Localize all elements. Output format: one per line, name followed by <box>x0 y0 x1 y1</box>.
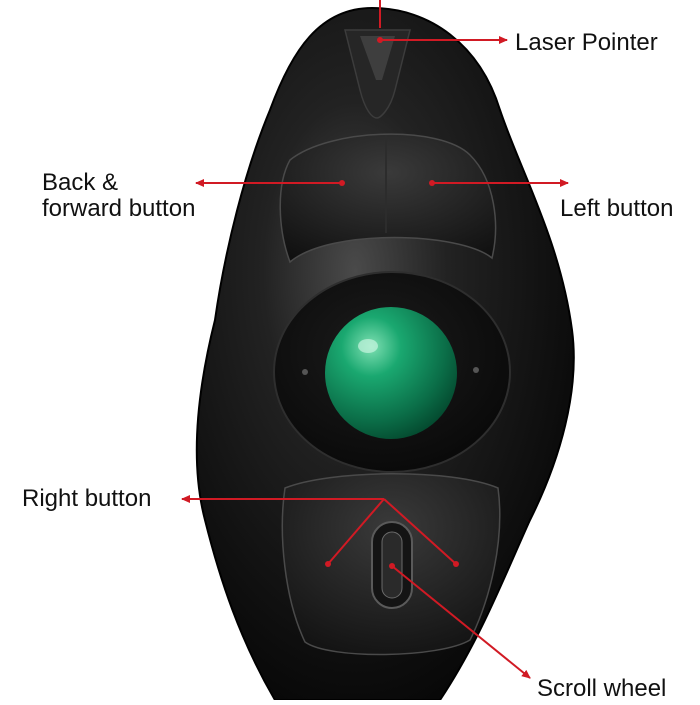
label-scroll-wheel: Scroll wheel <box>537 675 667 702</box>
annotation-lines <box>181 0 569 679</box>
label-back-forward-line1: Back & <box>42 169 119 196</box>
label-laser-pointer: Laser Pointer <box>515 29 658 56</box>
top-button-panel <box>279 133 497 264</box>
label-back-forward-line2: forward button <box>42 195 196 222</box>
right-button-branch-left <box>327 498 385 565</box>
right-button-branch-right <box>383 498 457 565</box>
ring-dot-right <box>473 367 479 373</box>
trackball <box>325 307 457 439</box>
ring-dot-left <box>302 369 308 375</box>
trackball-highlight <box>358 339 378 353</box>
scroll-wheel-leader <box>391 565 531 679</box>
label-left-button: Left button <box>560 195 674 222</box>
annotation-dots <box>325 37 459 569</box>
laser-nose-highlight <box>360 36 395 80</box>
label-right-button: Right button <box>22 485 152 512</box>
